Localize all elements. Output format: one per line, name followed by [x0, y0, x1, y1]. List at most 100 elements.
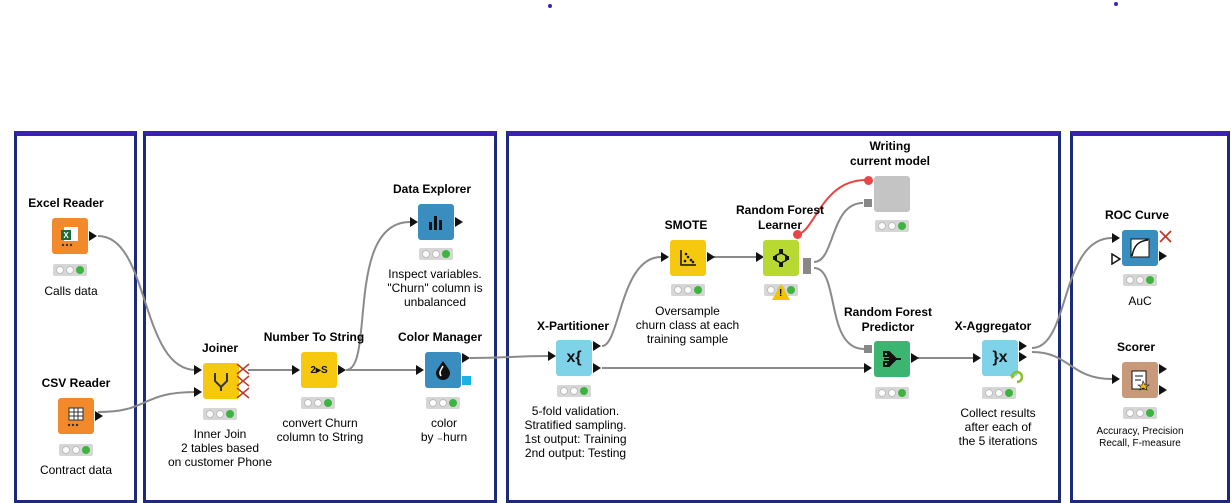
csv-table-icon — [67, 407, 84, 427]
input-port[interactable] — [548, 351, 556, 361]
model-outport[interactable] — [793, 230, 802, 239]
output-port[interactable] — [803, 258, 811, 266]
writing-current-model-node[interactable] — [874, 176, 910, 212]
number-to-string-node[interactable]: 2▸S — [301, 352, 337, 388]
bar-chart-icon — [429, 216, 442, 230]
connection-learner-predictor — [813, 267, 865, 350]
scatter-icon — [680, 250, 696, 266]
connection-aggregator-roc — [1031, 237, 1113, 349]
input-port[interactable] — [1112, 233, 1120, 243]
status-traffic-light — [419, 248, 453, 260]
status-traffic-light — [875, 220, 909, 232]
status-traffic-light — [1123, 407, 1157, 419]
node-description: Inner Join 2 tables based on customer Ph… — [167, 427, 273, 469]
input-port[interactable] — [292, 365, 300, 375]
error-ports-icon — [236, 363, 250, 399]
status-traffic-light — [53, 264, 87, 276]
node-title: Random Forest Learner — [735, 203, 824, 232]
output-port[interactable] — [455, 217, 463, 227]
status-traffic-light — [1123, 274, 1157, 286]
csv-reader-node[interactable] — [58, 398, 94, 434]
output-port[interactable] — [593, 363, 601, 373]
excel-icon: X — [61, 227, 78, 247]
x-aggregator-node[interactable]: }x — [982, 340, 1018, 376]
node-title: X-Partitioner — [536, 319, 609, 333]
output-port[interactable] — [1159, 251, 1167, 261]
roc-curve-node[interactable] — [1122, 230, 1158, 266]
model-inport[interactable] — [864, 345, 872, 353]
output-port[interactable] — [707, 252, 715, 262]
input-port[interactable] — [194, 387, 202, 397]
status-traffic-light — [59, 444, 93, 456]
joiner-icon — [214, 373, 228, 391]
output-port[interactable] — [1159, 385, 1167, 395]
input-port[interactable] — [1112, 374, 1120, 384]
status-traffic-light — [982, 387, 1016, 399]
joiner-node[interactable] — [203, 363, 239, 399]
node-description: Contract data — [39, 463, 113, 477]
random-forest-learner-node[interactable] — [763, 240, 799, 276]
status-traffic-light — [671, 284, 705, 296]
model-inport[interactable] — [864, 176, 873, 185]
node-description: color by ₋hurn — [420, 416, 468, 444]
scorer-node[interactable] — [1122, 362, 1158, 398]
smote-node[interactable] — [670, 240, 706, 276]
input-port[interactable] — [756, 252, 764, 262]
node-description: Inspect variables. "Churn" column is unb… — [387, 267, 483, 309]
output-port[interactable] — [593, 341, 601, 351]
input-port[interactable] — [416, 365, 424, 375]
loop-icon — [1010, 370, 1024, 384]
number-to-string-icon: 2▸S — [310, 364, 328, 376]
node-description: Collect results after each of the 5 iter… — [958, 406, 1038, 448]
input-port[interactable] — [864, 363, 872, 373]
node-title: Scorer — [1116, 340, 1156, 354]
annotation-handle — [1114, 2, 1118, 6]
output-port[interactable] — [1019, 352, 1027, 362]
annotation-handle — [548, 4, 552, 8]
input-port[interactable] — [410, 217, 418, 227]
annotation-box-readers — [14, 131, 137, 503]
output-port[interactable] — [1019, 341, 1027, 351]
node-description: Accuracy, Precision Recall, F-measure — [1096, 426, 1184, 449]
input-port[interactable] — [194, 365, 202, 375]
optional-input-port[interactable] — [1111, 253, 1121, 265]
drop-icon — [436, 361, 450, 380]
connection-aggregator-scorer — [1031, 351, 1113, 380]
node-title: X-Aggregator — [954, 319, 1032, 333]
status-traffic-light — [426, 397, 460, 409]
x-partitioner-node[interactable]: x{ — [556, 340, 592, 376]
connection-csv-joiner — [97, 391, 197, 413]
excel-reader-node[interactable]: X — [52, 218, 88, 254]
connection-colormanager-xpartitioner — [469, 355, 549, 359]
output-port[interactable] — [95, 411, 103, 421]
output-port[interactable] — [89, 231, 97, 241]
status-traffic-light — [557, 385, 591, 397]
connection-excel-joiner — [97, 235, 197, 371]
output-port[interactable] — [338, 365, 346, 375]
node-title: Color Manager — [397, 330, 482, 344]
node-description: AuC — [1128, 294, 1152, 308]
output-port[interactable] — [911, 353, 919, 363]
data-explorer-node[interactable] — [418, 204, 454, 240]
annotation-box-evaluation — [1070, 131, 1230, 503]
output-port[interactable] — [462, 353, 470, 363]
connection-xpartitioner-smote — [601, 256, 662, 347]
node-title: Joiner — [201, 341, 238, 355]
random-forest-predictor-node[interactable] — [874, 341, 910, 377]
node-description: 5-fold validation. Stratified sampling. … — [524, 404, 627, 460]
output-port[interactable] — [1159, 364, 1167, 374]
input-port[interactable] — [864, 199, 872, 207]
model-outport[interactable] — [462, 376, 471, 385]
output-port[interactable] — [803, 266, 811, 274]
input-port[interactable] — [973, 353, 981, 363]
node-description: Calls data — [44, 284, 98, 298]
color-manager-node[interactable] — [425, 352, 461, 388]
node-title: SMOTE — [664, 218, 708, 232]
annotation-box-preprocessing — [143, 131, 497, 503]
warning-icon — [772, 284, 790, 300]
error-port-icon — [1159, 230, 1172, 243]
status-traffic-light — [203, 408, 237, 420]
node-title: Data Explorer — [392, 182, 472, 196]
input-port[interactable] — [661, 252, 669, 262]
